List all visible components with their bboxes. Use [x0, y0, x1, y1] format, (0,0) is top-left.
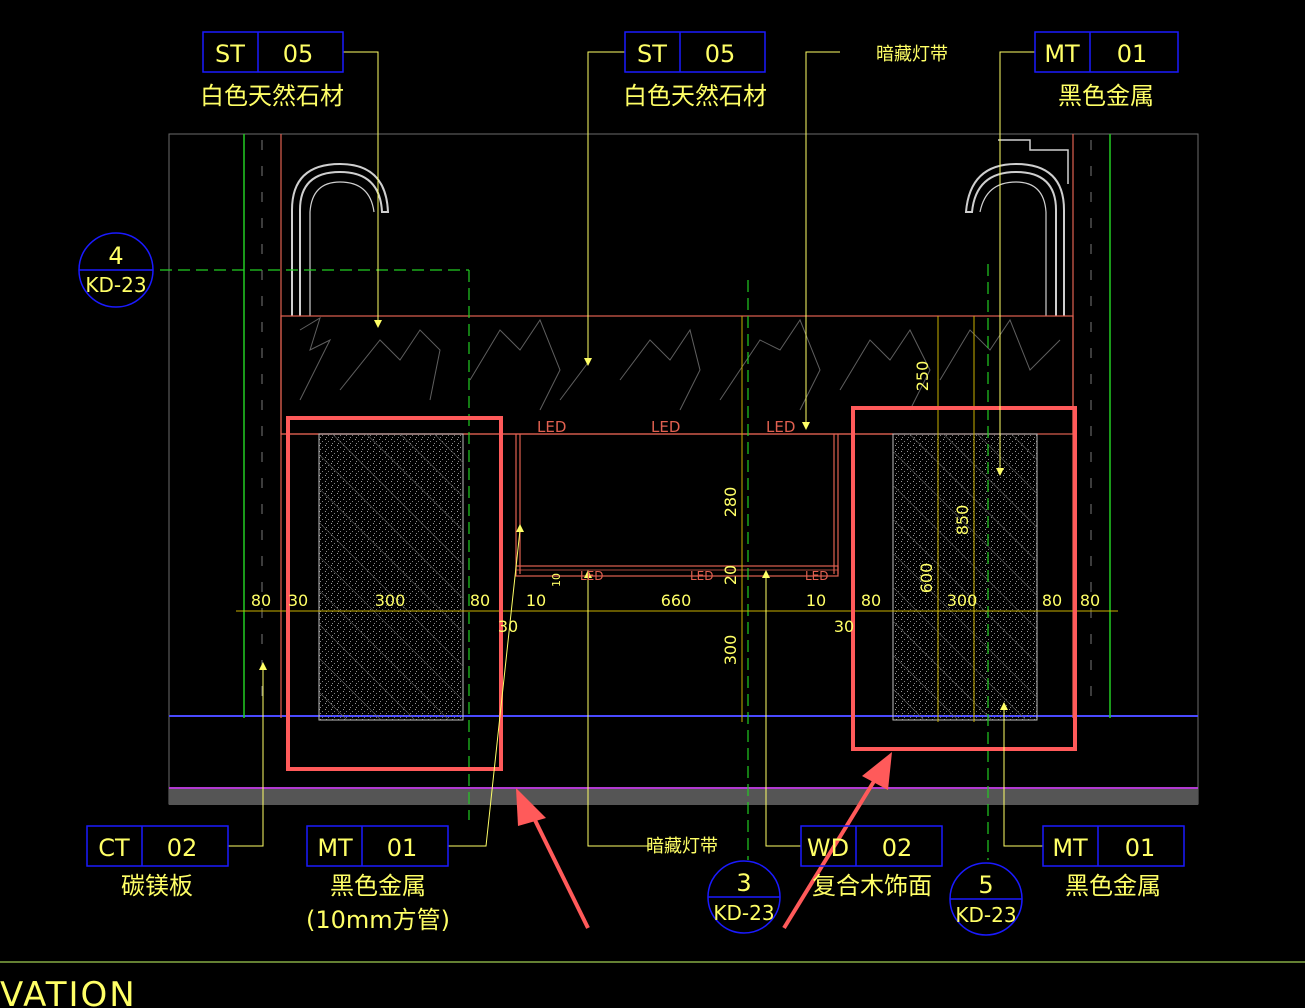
- section-marker-4: 4 KD-23: [78, 232, 154, 308]
- tag-desc: 复合木饰面: [812, 872, 932, 900]
- left-faucet: [291, 162, 390, 316]
- note-hidden-light-top: 暗藏灯带: [876, 44, 948, 65]
- tag-st05-left: ST 05 白色天然石材: [200, 31, 344, 110]
- marker-num: 3: [736, 869, 751, 897]
- dim-text-vertical: 20: [721, 565, 740, 585]
- tag-wd02: WD 02 复合木饰面: [800, 825, 943, 900]
- led-label: LED: [766, 418, 795, 436]
- marker-ref: KD-23: [85, 273, 146, 297]
- section-marker-5: 5 KD-23: [949, 862, 1023, 936]
- dim-text: 300: [947, 591, 978, 610]
- dim-text: 30: [498, 617, 518, 636]
- tag-code: WD: [807, 834, 849, 862]
- marker-num: 5: [978, 871, 993, 899]
- tag-mt01-left: MT 01 黑色金属 (10mm方管): [306, 825, 450, 934]
- dim-text-vertical: 600: [917, 563, 936, 594]
- tag-mt01-right: MT 01 黑色金属: [1042, 825, 1185, 900]
- led-label: LED: [651, 418, 680, 436]
- section-marker-3: 3 KD-23: [707, 860, 781, 934]
- tag-desc: 黑色金属: [1065, 872, 1161, 900]
- dim-text: 80: [251, 591, 271, 610]
- dim-text-vertical: 10: [550, 573, 563, 587]
- dim-text-vertical: 280: [721, 487, 740, 518]
- tag-code: ST: [215, 40, 245, 68]
- dim-text: 300: [375, 591, 406, 610]
- dim-text-vertical: 300: [721, 635, 740, 666]
- tag-num: 01: [387, 834, 418, 862]
- highlight-right: [851, 406, 1077, 751]
- dim-text-vertical: 250: [913, 361, 932, 392]
- tag-desc-2: (10mm方管): [306, 906, 450, 934]
- dim-text: 80: [1042, 591, 1062, 610]
- dim-text: 80: [861, 591, 881, 610]
- tag-num: 01: [1125, 834, 1156, 862]
- arrow-right: [782, 752, 892, 930]
- dim-text: 10: [806, 591, 826, 610]
- tag-code: MT: [1044, 40, 1080, 68]
- tag-ct02: CT 02 碳镁板: [86, 825, 229, 900]
- dim-text: 80: [1080, 591, 1100, 610]
- tag-desc: 黑色金属: [330, 872, 426, 900]
- tag-num: 05: [283, 40, 314, 68]
- tag-num: 01: [1117, 40, 1148, 68]
- dim-text: 30: [288, 591, 308, 610]
- dim-text: 30: [834, 617, 854, 636]
- tag-desc: 黑色金属: [1058, 82, 1154, 110]
- tag-num: 02: [882, 834, 913, 862]
- led-label: LED: [537, 418, 566, 436]
- tag-code: CT: [98, 834, 130, 862]
- note-hidden-light-bottom: 暗藏灯带: [646, 836, 718, 857]
- marker-ref: KD-23: [955, 903, 1016, 927]
- tag-code: ST: [637, 40, 667, 68]
- tag-num: 05: [705, 40, 736, 68]
- dim-text: 80: [470, 591, 490, 610]
- right-faucet: [964, 162, 1065, 316]
- marker-num: 4: [108, 242, 123, 270]
- tag-desc: 白色天然石材: [200, 82, 344, 110]
- dim-text-vertical: 850: [953, 505, 972, 536]
- tag-desc: 白色天然石材: [623, 82, 767, 110]
- led-label: LED: [805, 569, 829, 583]
- tag-code: MT: [317, 834, 353, 862]
- led-label: LED: [690, 569, 714, 583]
- dim-text: 10: [526, 591, 546, 610]
- tag-desc: 碳镁板: [121, 872, 193, 900]
- tag-mt01-top: MT 01 黑色金属: [1034, 31, 1179, 110]
- highlight-left: [286, 416, 503, 771]
- floor-slab: [169, 788, 1198, 805]
- drawing-title: VATION: [0, 975, 137, 1008]
- tag-st05-center: ST 05 白色天然石材: [623, 31, 767, 110]
- arrow-left: [516, 788, 590, 929]
- tag-code: MT: [1052, 834, 1088, 862]
- dim-text: 660: [661, 591, 692, 610]
- led-label: LED: [580, 569, 604, 583]
- tag-num: 02: [167, 834, 198, 862]
- marker-ref: KD-23: [713, 901, 774, 925]
